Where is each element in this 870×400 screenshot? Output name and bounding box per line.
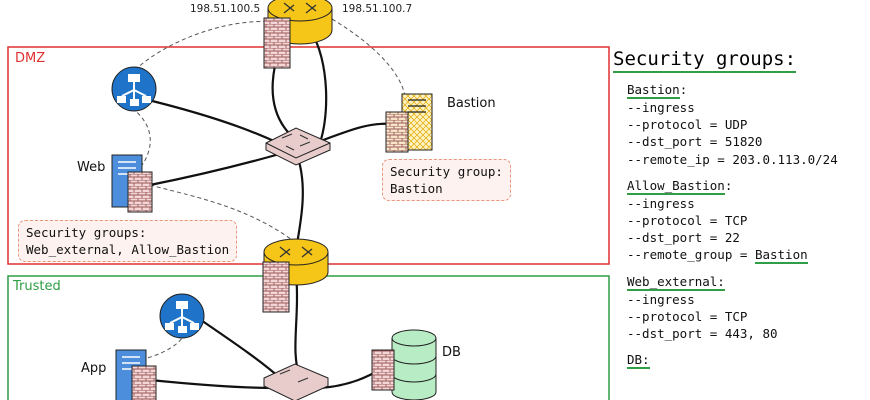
bastion-sg-box: Security group: Bastion [382,159,511,201]
group-title: Allow_Bastion [627,177,725,195]
bastion-sg-line1: Security group: [390,164,503,179]
trusted-label: Trusted [13,279,61,294]
group-title: Bastion [627,82,680,99]
group-db: DB: [627,351,870,370]
db-label: DB [442,345,461,360]
web-server-icon [111,154,153,213]
bastion-server-icon [385,93,433,153]
bastion-label: Bastion [447,96,496,111]
dmz-switch-icon [265,127,331,166]
group-bastion: Bastion: --ingress --protocol = UDP --ds… [627,81,870,168]
ip-left: 198.51.100.5 [190,3,261,15]
rule-line: --ingress [627,100,695,115]
rule-line: --protocol = TCP [627,308,748,324]
rule-line: --protocol = TCP [627,213,748,229]
rule-line: --ingress [627,291,695,307]
dmz-load-balancer-icon [111,66,157,112]
db-icon [371,329,437,400]
rule-line: --remote_ip = 203.0.113.0/24 [627,151,838,167]
group-web-external: Web_external: --ingress --protocol = TCP… [627,273,870,343]
rule-line: --dst_port = 22 [627,230,740,246]
rule-line: --dst_port = 443, 80 [627,326,778,342]
panel-title: Security groups: [613,48,797,73]
rule-line: --protocol = UDP [627,117,748,133]
trusted-switch-icon [263,363,329,400]
web-sg-line2: Web_external, Allow_Bastion [26,242,230,257]
group-allow-bastion: Allow_Bastion: --ingress --protocol = TC… [627,177,870,265]
app-server-icon [115,349,157,400]
ip-right: 198.51.100.7 [342,3,413,15]
group-title: Web_external: [627,273,725,291]
rule-line: --dst_port = 51820 [627,134,763,150]
middle-firewall-icon [262,261,290,313]
dmz-label: DMZ [15,51,46,66]
security-groups-panel: Security groups: Bastion: --ingress --pr… [613,48,870,378]
bastion-sg-line2: Bastion [390,181,443,196]
rule-line: --ingress [627,195,695,211]
group-title: DB: [627,352,650,370]
web-sg-box: Security groups: Web_external, Allow_Bas… [18,220,238,262]
web-sg-line1: Security groups: [26,225,147,240]
rule-line: --remote_group = Bastion [627,247,808,265]
trusted-load-balancer-icon [159,293,205,339]
app-label: App [81,361,107,376]
web-label: Web [77,160,106,175]
top-firewall-icon [263,17,291,69]
remote-group-value: Bastion [754,247,808,265]
